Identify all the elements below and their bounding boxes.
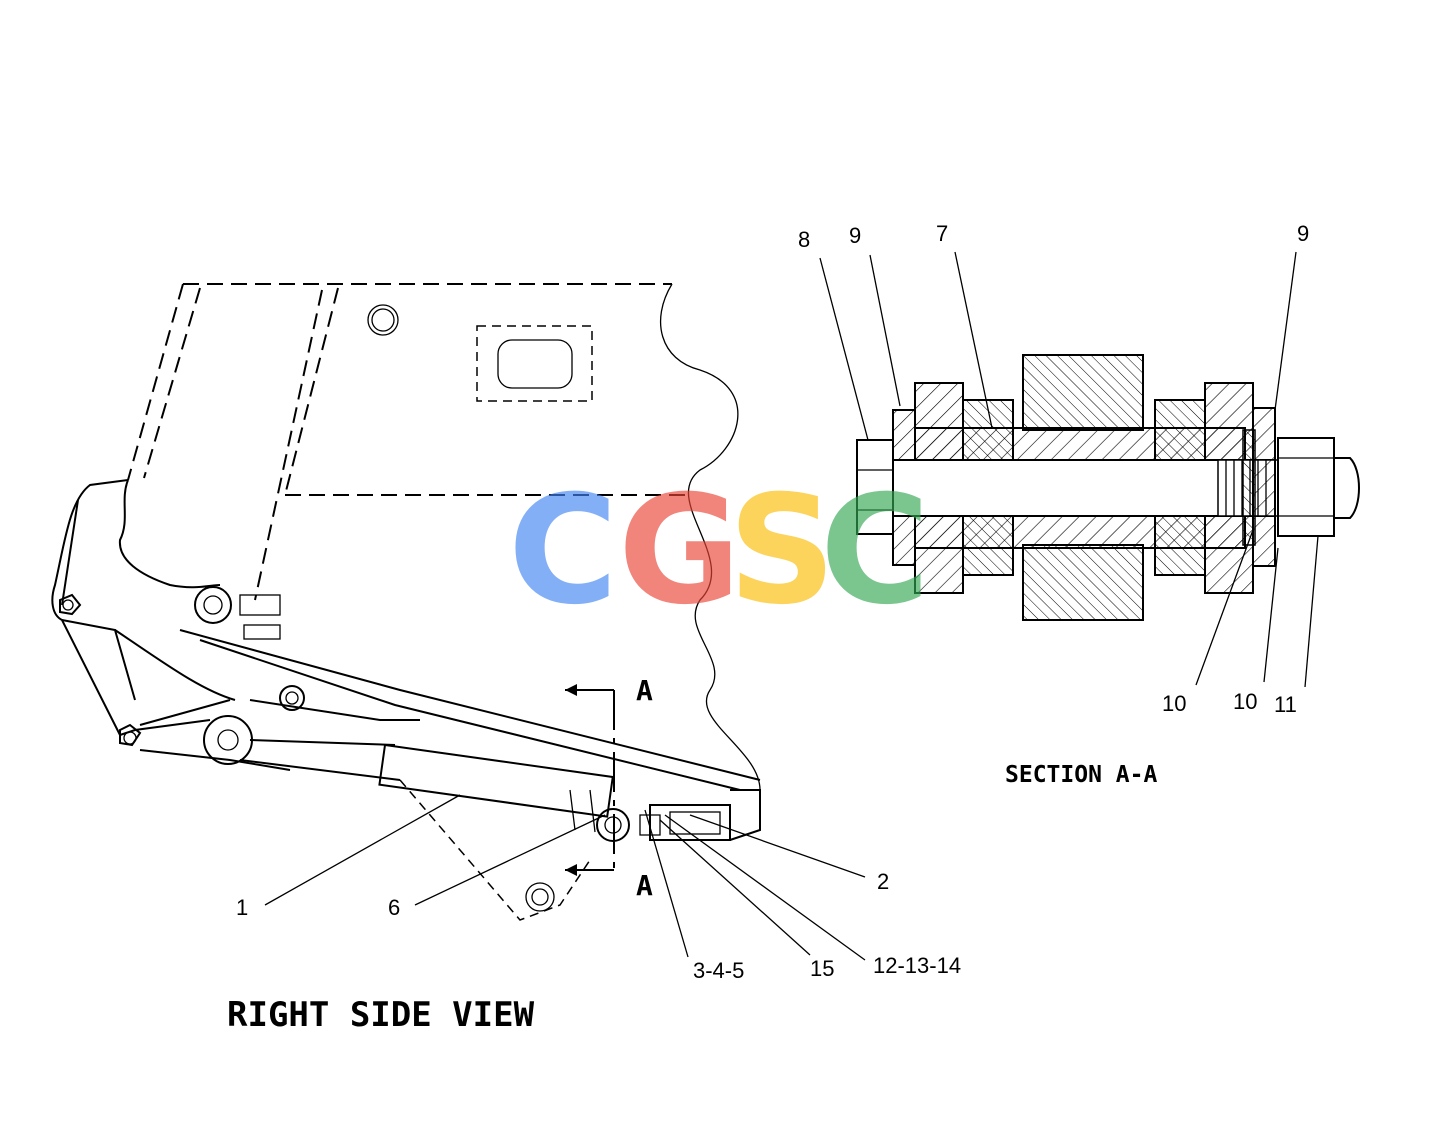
callout-10-right: 10	[1233, 689, 1257, 714]
callout-9-left: 9	[849, 223, 861, 248]
nut	[1277, 437, 1335, 537]
callout-6: 6	[388, 895, 400, 920]
lower-pivot-pin	[203, 715, 253, 765]
watermark-letter-3: S	[728, 464, 836, 638]
callout-8: 8	[798, 227, 810, 252]
watermark-letter-2: G	[618, 464, 741, 638]
bolt-shank	[892, 459, 1274, 517]
callout-11: 11	[1274, 692, 1297, 717]
right-side-view-title: RIGHT SIDE VIEW	[227, 995, 535, 1035]
access-panel	[476, 325, 593, 402]
upper-pivot-pin	[194, 586, 232, 624]
callout-12-13-14: 12-13-14	[873, 953, 961, 978]
callout-2: 2	[877, 869, 889, 894]
end-fitting	[649, 804, 731, 841]
section-cut-line: A A	[565, 674, 653, 902]
section-a-a-title: SECTION A-A	[1005, 762, 1157, 788]
callout-labels: 1 6 3-4-5 15 12-13-14 2 8 9 7 9 10 10 11	[236, 221, 1309, 983]
bushing-bottom	[1022, 544, 1144, 621]
section-a-a-drawing	[856, 354, 1360, 621]
section-marker-bottom: A	[636, 869, 653, 902]
callout-leaders	[264, 251, 1319, 961]
watermark-letter-4: C	[820, 464, 930, 638]
cgsc-watermark-logo: C G S C	[508, 464, 930, 638]
shim-right	[1242, 429, 1256, 546]
callout-7: 7	[936, 221, 948, 246]
cylinder-body	[378, 743, 614, 818]
boss-circle	[367, 304, 399, 336]
callout-9-right: 9	[1297, 221, 1309, 246]
bushing-top	[1022, 354, 1144, 431]
right-side-view-drawing	[51, 283, 761, 921]
washer-right	[1252, 407, 1276, 567]
callout-15: 15	[810, 956, 834, 981]
callout-1: 1	[236, 895, 248, 920]
access-panel-opening	[497, 339, 573, 389]
watermark-letter-1: C	[508, 464, 618, 638]
callout-10-left: 10	[1162, 691, 1186, 716]
section-marker-top: A	[636, 674, 653, 707]
callout-3-4-5: 3-4-5	[693, 958, 744, 983]
